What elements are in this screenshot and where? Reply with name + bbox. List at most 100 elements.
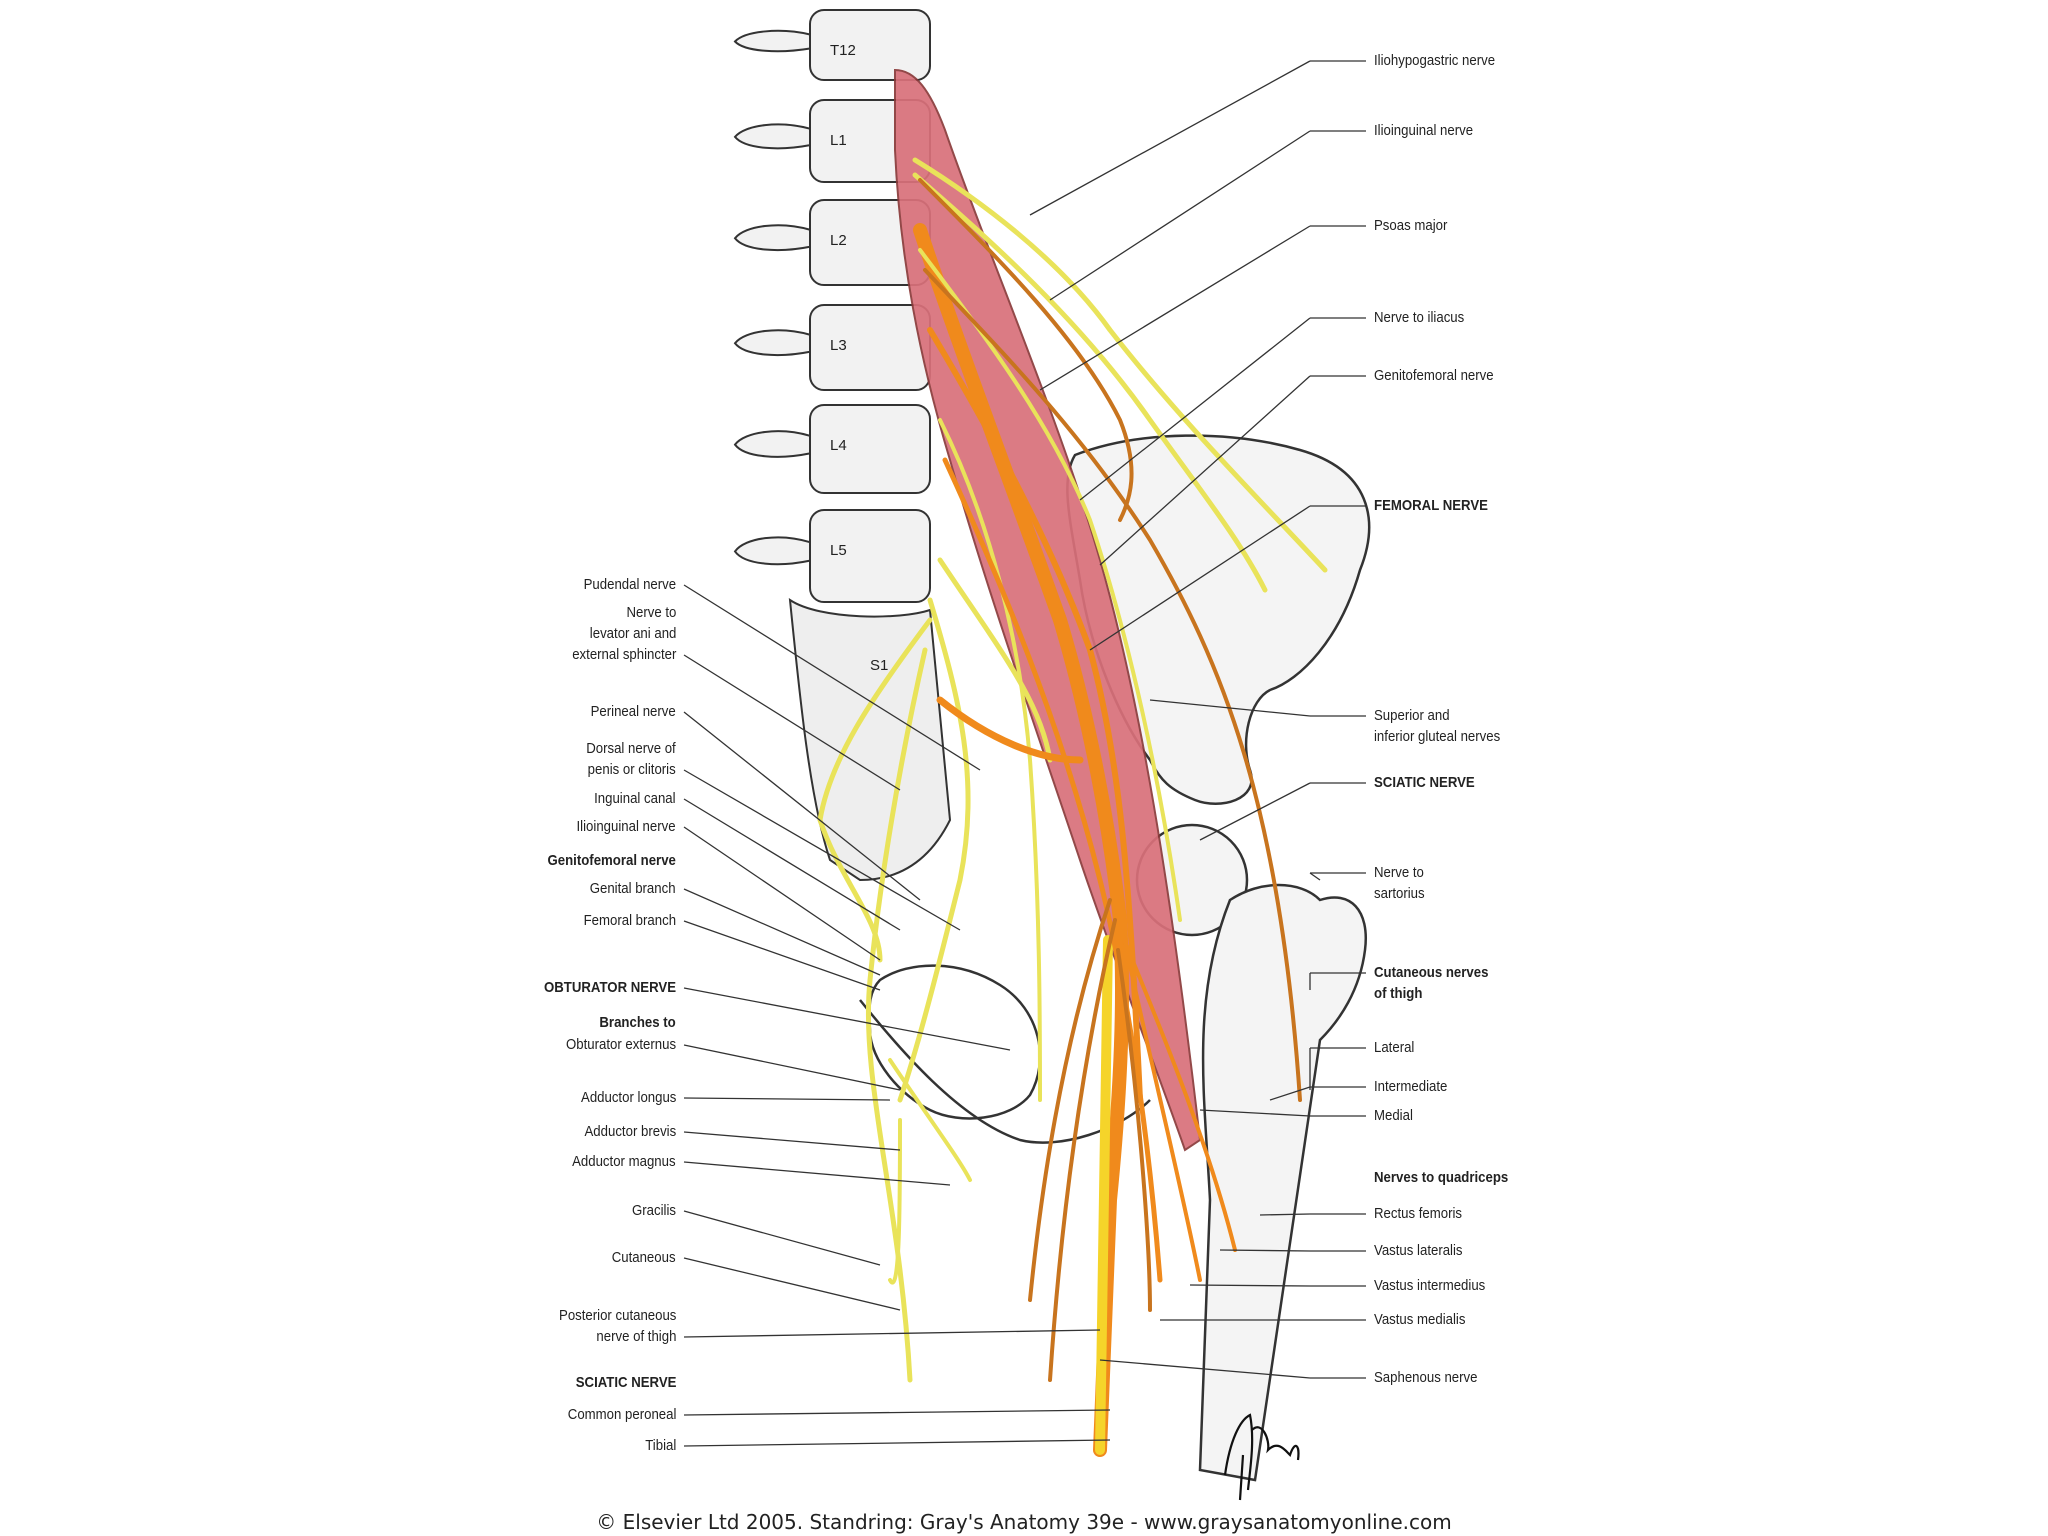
- label-left-16: Cutaneous: [612, 1249, 676, 1266]
- leader-line: [683, 920, 881, 991]
- leader-line: [683, 1409, 1111, 1416]
- label-right-12: Medial: [1374, 1107, 1413, 1124]
- label-right-13: Nerves to quadriceps: [1374, 1169, 1509, 1186]
- leader-line: [1029, 60, 1311, 216]
- label-left-13: Adductor brevis: [584, 1123, 676, 1140]
- label-right-5: FEMORAL NERVE: [1374, 497, 1488, 514]
- leader-line: [683, 1210, 881, 1266]
- label-left-18: SCIATIC NERVE: [575, 1374, 676, 1391]
- nerve-fibre: [888, 1058, 972, 1182]
- nerve-fibre: [817, 617, 933, 963]
- leader-line: [1269, 1086, 1311, 1101]
- label-left-19: Common peroneal: [567, 1406, 676, 1423]
- label-right-15: Vastus lateralis: [1374, 1242, 1463, 1259]
- label-left-1: Nerve to levator ani and external sphinc…: [571, 604, 676, 663]
- label-right-1: Ilioinguinal nerve: [1374, 122, 1474, 139]
- nerve-fibre: [918, 248, 1182, 922]
- vertebra-t12: [809, 9, 931, 81]
- label-left-20: Tibial: [644, 1437, 676, 1454]
- transverse-process: [733, 329, 811, 357]
- psoas-major-muscle: [894, 68, 1202, 1152]
- vertebra-label: S1: [870, 657, 888, 674]
- vertebra-label: L2: [830, 232, 847, 249]
- nerve-fibre: [865, 647, 928, 1383]
- label-left-9: OBTURATOR NERVE: [543, 979, 676, 996]
- transverse-process: [733, 430, 811, 458]
- nerve-branches: [817, 157, 1328, 1383]
- label-right-7: SCIATIC NERVE: [1374, 774, 1475, 791]
- label-left-8: Femoral branch: [583, 912, 676, 929]
- nerve-fibre: [918, 178, 1134, 522]
- leader-line: [683, 1161, 951, 1186]
- leader-line: [683, 654, 901, 791]
- label-left-7: Genital branch: [590, 880, 676, 897]
- label-right-16: Vastus intermedius: [1374, 1277, 1486, 1294]
- vertebra-label: T12: [830, 42, 856, 59]
- label-left-11: Obturator externus: [565, 1036, 676, 1053]
- label-left-3: Dorsal nerve of penis or clitoris: [586, 740, 676, 778]
- leader-line: [1309, 872, 1321, 881]
- nerve-fibre: [942, 457, 1163, 1283]
- leader-line: [683, 1329, 1101, 1338]
- leader-line: [1049, 130, 1311, 301]
- label-right-8: Nerve to sartorius: [1374, 864, 1425, 902]
- leader-line: [683, 987, 1011, 1051]
- leader-line: [683, 888, 881, 976]
- leader-line: [683, 1439, 1111, 1447]
- nerve-fibre: [1048, 918, 1117, 1382]
- vertebra-l4: [809, 404, 931, 494]
- label-left-5: Ilioinguinal nerve: [576, 818, 676, 835]
- leader-line: [1219, 1249, 1311, 1252]
- leader-line: [1089, 505, 1311, 651]
- label-right-2: Psoas major: [1374, 217, 1448, 234]
- vertebra-l3: [809, 304, 931, 391]
- label-right-17: Vastus medialis: [1374, 1311, 1466, 1328]
- label-right-0: Iliohypogastric nerve: [1374, 52, 1496, 69]
- leader-line: [683, 826, 881, 961]
- transverse-process: [733, 123, 811, 150]
- leader-line: [683, 769, 961, 931]
- label-left-17: Posterior cutaneous nerve of thigh: [558, 1307, 676, 1345]
- label-left-14: Adductor magnus: [572, 1153, 676, 1170]
- vertebral-column: [733, 9, 931, 603]
- label-left-4: Inguinal canal: [594, 790, 676, 807]
- leader-line: [1149, 699, 1311, 717]
- vertebra-l5: [809, 509, 931, 603]
- leader-lines: [683, 60, 1366, 1447]
- sacrum: [788, 597, 952, 882]
- label-right-14: Rectus femoris: [1374, 1205, 1463, 1222]
- nerve-fibre: [923, 268, 1302, 1102]
- nerve-fibre: [912, 157, 1328, 573]
- leader-line: [1079, 317, 1311, 501]
- label-right-9: Cutaneous nerves of thigh: [1374, 964, 1489, 1002]
- nerve-fibre: [912, 172, 1268, 593]
- artist-signature: [1223, 1413, 1300, 1501]
- leader-line: [1099, 1359, 1311, 1379]
- label-left-0: Pudendal nerve: [583, 576, 676, 593]
- leader-line: [1199, 782, 1311, 841]
- label-left-15: Gracilis: [631, 1202, 676, 1219]
- label-left-6: Genitofemoral nerve: [547, 852, 676, 869]
- label-left-2: Perineal nerve: [590, 703, 676, 720]
- label-right-18: Saphenous nerve: [1374, 1369, 1478, 1386]
- vertebra-label: L4: [830, 437, 847, 454]
- transverse-process: [733, 224, 811, 252]
- label-left-12: Adductor longus: [580, 1089, 676, 1106]
- label-left-10: Branches to: [599, 1014, 676, 1031]
- nerve-fibre: [897, 597, 971, 1103]
- label-right-11: Intermediate: [1374, 1078, 1448, 1095]
- copyright-notice: © Elsevier Ltd 2005. Standring: Gray's A…: [596, 1510, 1452, 1534]
- nerve-fibre: [1116, 948, 1152, 1312]
- vertebra-label: L1: [830, 132, 847, 149]
- label-right-10: Lateral: [1374, 1039, 1415, 1056]
- leader-line: [1189, 1284, 1311, 1287]
- nerve-fibre: [1028, 898, 1112, 1302]
- transverse-process: [733, 29, 811, 53]
- vertebra-label: L5: [830, 542, 847, 559]
- transverse-process: [733, 536, 811, 566]
- leader-line: [683, 584, 981, 771]
- leader-line: [683, 1097, 891, 1101]
- vertebra-label: L3: [830, 337, 847, 354]
